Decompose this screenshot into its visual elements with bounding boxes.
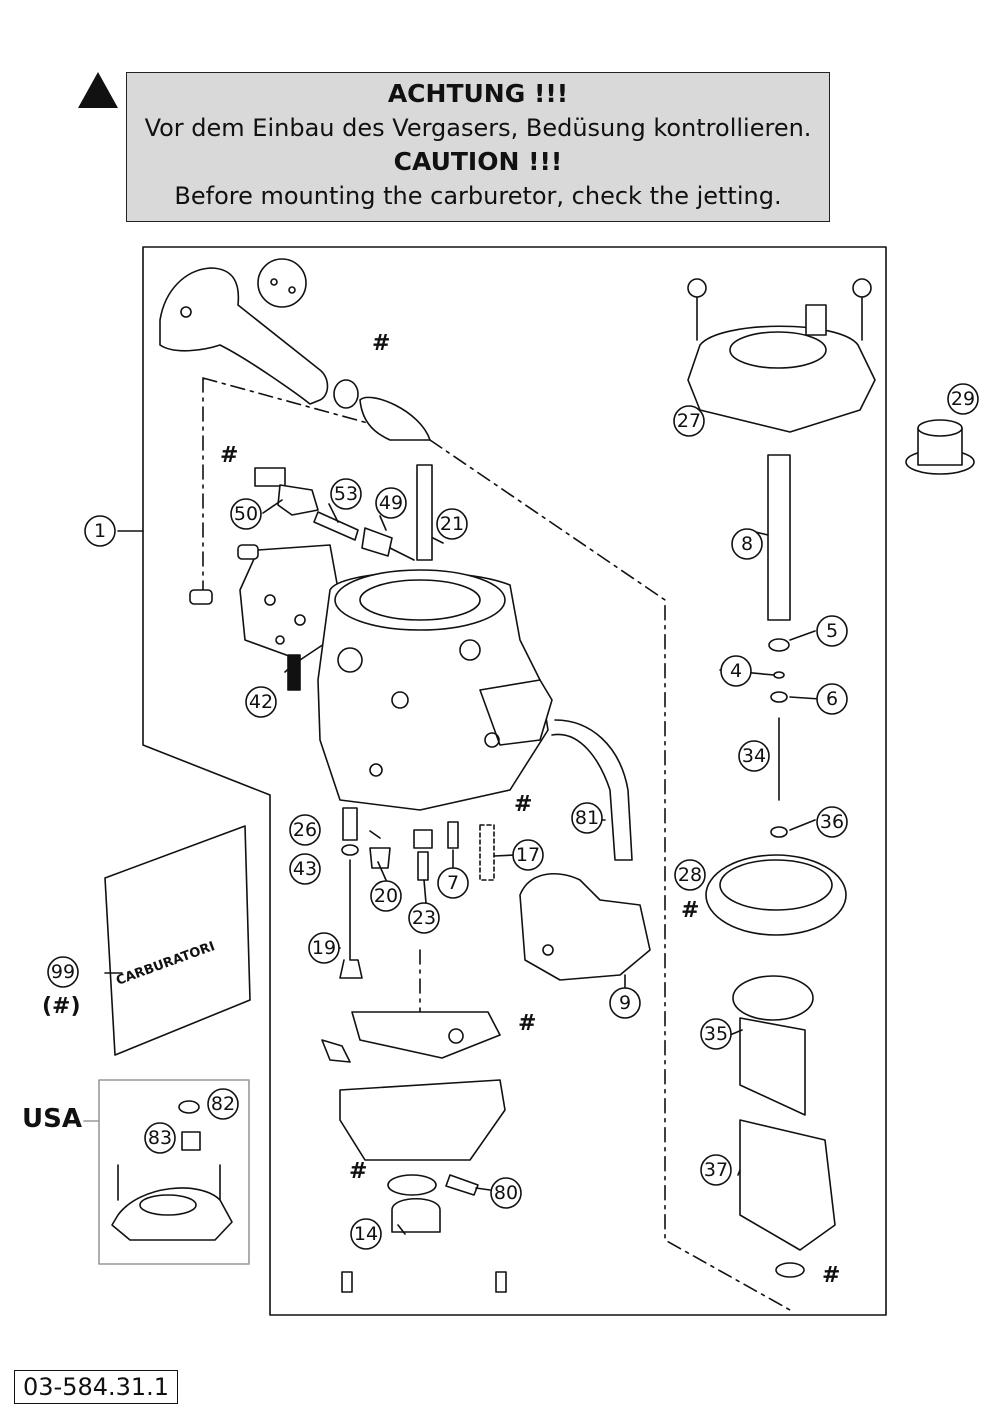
callout-27: 27 [673, 405, 705, 437]
callout-4: 4 [720, 655, 752, 687]
hash-mark: # [220, 443, 238, 468]
svg-text:53: 53 [334, 483, 358, 505]
svg-text:6: 6 [826, 688, 838, 710]
callout-82: 82 [207, 1088, 239, 1120]
callout-5: 5 [816, 615, 848, 647]
callout-9: 9 [609, 987, 641, 1019]
callout-19: 19 [308, 932, 340, 964]
callout-81: 81 [571, 802, 603, 834]
caution-title-de: ACHTUNG !!! [387, 79, 569, 108]
hash-mark: # [681, 898, 699, 923]
svg-text:35: 35 [704, 1023, 728, 1045]
callout-36: 36 [816, 806, 848, 838]
pilot-screw-set [254, 464, 433, 561]
svg-text:7: 7 [447, 872, 459, 894]
callout-99: 99 [47, 956, 79, 988]
hash-mark: # [514, 792, 532, 817]
side-plate-part [189, 544, 341, 661]
carburetor-body-part [287, 569, 633, 861]
callout-50: 50 [230, 498, 262, 530]
callout-83: 83 [144, 1122, 176, 1154]
callout-28: 28 [674, 859, 706, 891]
svg-text:80: 80 [494, 1182, 518, 1204]
callout-34: 34 [738, 740, 770, 772]
callout-29: 29 [947, 383, 979, 415]
callout-21: 21 [436, 508, 468, 540]
svg-text:42: 42 [249, 691, 273, 713]
callout-49: 49 [375, 487, 407, 519]
svg-text:50: 50 [234, 503, 258, 525]
callout-17: 17 [512, 839, 544, 871]
svg-text:27: 27 [677, 410, 701, 432]
kit-note: (#) [42, 994, 81, 1019]
svg-text:5: 5 [826, 620, 838, 642]
cap-part [905, 419, 975, 475]
hash-mark: # [518, 1011, 536, 1036]
svg-text:14: 14 [354, 1223, 378, 1245]
svg-text:23: 23 [412, 907, 436, 929]
warning-triangle-icon [78, 72, 118, 108]
usa-inset [83, 1079, 250, 1265]
svg-text:83: 83 [148, 1127, 172, 1149]
diaphragm-slide-set [705, 854, 847, 1278]
svg-text:9: 9 [619, 992, 631, 1014]
assembly-guide-line [202, 377, 791, 1311]
svg-text:34: 34 [742, 745, 766, 767]
float-bowl-part [321, 1011, 507, 1293]
callout-26: 26 [289, 814, 321, 846]
float-part [519, 873, 651, 981]
callout-53: 53 [330, 478, 362, 510]
svg-text:43: 43 [293, 858, 317, 880]
svg-text:28: 28 [678, 864, 702, 886]
svg-text:99: 99 [51, 961, 75, 983]
svg-text:49: 49 [379, 492, 403, 514]
svg-text:81: 81 [575, 807, 599, 829]
callout-35: 35 [700, 1018, 732, 1050]
svg-text:19: 19 [312, 937, 336, 959]
callout-23: 23 [408, 902, 440, 934]
hash-mark: # [372, 331, 390, 356]
callout-37: 37 [700, 1154, 732, 1186]
svg-text:37: 37 [704, 1159, 728, 1181]
svg-text:82: 82 [211, 1093, 235, 1115]
callout-7: 7 [437, 867, 469, 899]
hash-marks: # # # # # # # [220, 331, 840, 1288]
svg-text:1: 1 [94, 520, 106, 542]
callout-20: 20 [370, 880, 402, 912]
jet-set [339, 807, 495, 979]
hash-mark: # [349, 1159, 367, 1184]
hash-mark: # [822, 1263, 840, 1288]
caution-text-de: Vor dem Einbau des Vergasers, Bedüsung k… [144, 114, 812, 142]
caution-notice: ACHTUNG !!! Vor dem Einbau des Vergasers… [126, 72, 830, 222]
usa-label: USA [22, 1104, 82, 1134]
top-cover-part [687, 278, 876, 838]
callout-14: 14 [350, 1218, 382, 1250]
callout-43: 43 [289, 853, 321, 885]
svg-text:29: 29 [951, 388, 975, 410]
svg-text:21: 21 [440, 513, 464, 535]
svg-text:17: 17 [516, 844, 540, 866]
throttle-shaft-part [159, 258, 431, 441]
gasket-kit-bag: CARBURATORI [104, 825, 251, 1056]
svg-text:20: 20 [374, 885, 398, 907]
callout-80: 80 [490, 1177, 522, 1209]
svg-text:36: 36 [820, 811, 844, 833]
callout-6: 6 [816, 683, 848, 715]
svg-text:26: 26 [293, 819, 317, 841]
svg-text:8: 8 [741, 533, 753, 555]
callout-8: 8 [731, 528, 763, 560]
callouts: 1 50 53 49 21 42 26 43 20 23 7 17 81 19 … [47, 383, 979, 1250]
callout-1: 1 [84, 515, 116, 547]
caution-title-en: CAUTION !!! [393, 147, 563, 176]
svg-text:4: 4 [730, 660, 742, 682]
callout-42: 42 [245, 686, 277, 718]
assembly-frame [142, 246, 887, 1316]
document-number: 03-584.31.1 [14, 1370, 179, 1404]
caution-text-en: Before mounting the carburetor, check th… [174, 182, 782, 210]
